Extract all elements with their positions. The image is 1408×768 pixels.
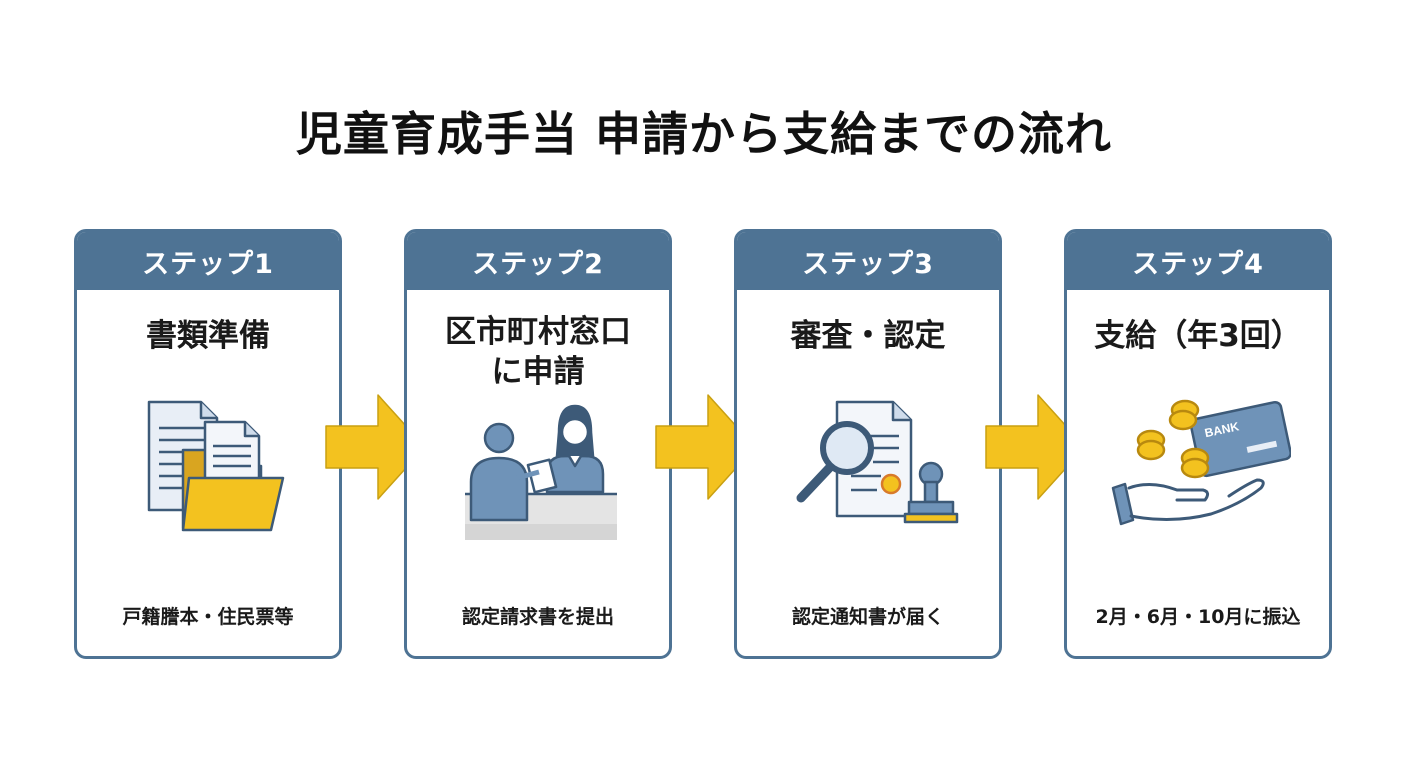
step-caption-2: 認定請求書を提出 (461, 606, 614, 628)
documents-folder-icon (147, 400, 285, 532)
counter-service-icon (465, 404, 617, 540)
step-caption-3: 認定通知書が届く (791, 606, 944, 628)
step-caption-4: 2月・6月・10月に振込 (1095, 606, 1301, 628)
step-header-4: ステップ4 (1067, 232, 1329, 290)
step-card-2: ステップ2 区市町村窓口 に申請 認定請求書を提出 (404, 229, 672, 659)
step-title-3: 審査・認定 (790, 318, 946, 354)
step-header-2: ステップ2 (407, 232, 669, 290)
arrow-right-icon (325, 394, 426, 500)
payment-icon: BANK (1111, 399, 1291, 526)
step-header-3: ステップ3 (737, 232, 999, 290)
review-stamp-icon (796, 400, 959, 524)
step-card-1: ステップ1 書類準備 戸籍謄本・住民票等 (74, 229, 342, 659)
step-card-4: ステップ4 支給（年3回） BANK 2月・6月・10月に振込 (1064, 229, 1332, 659)
step-title-4: 支給（年3回） (1094, 318, 1302, 354)
arrow-right-icon (655, 394, 756, 500)
page-title: 児童育成手当 申請から支給までの流れ (295, 107, 1112, 161)
step-card-3: ステップ3 審査・認定 認定通知書が届く (734, 229, 1002, 659)
step-header-1: ステップ1 (77, 232, 339, 290)
step-caption-1: 戸籍謄本・住民票等 (122, 606, 294, 628)
step-title-1: 書類準備 (146, 318, 270, 354)
arrow-right-icon (985, 394, 1086, 500)
step-title-2: 区市町村窓口 に申請 (445, 314, 631, 390)
